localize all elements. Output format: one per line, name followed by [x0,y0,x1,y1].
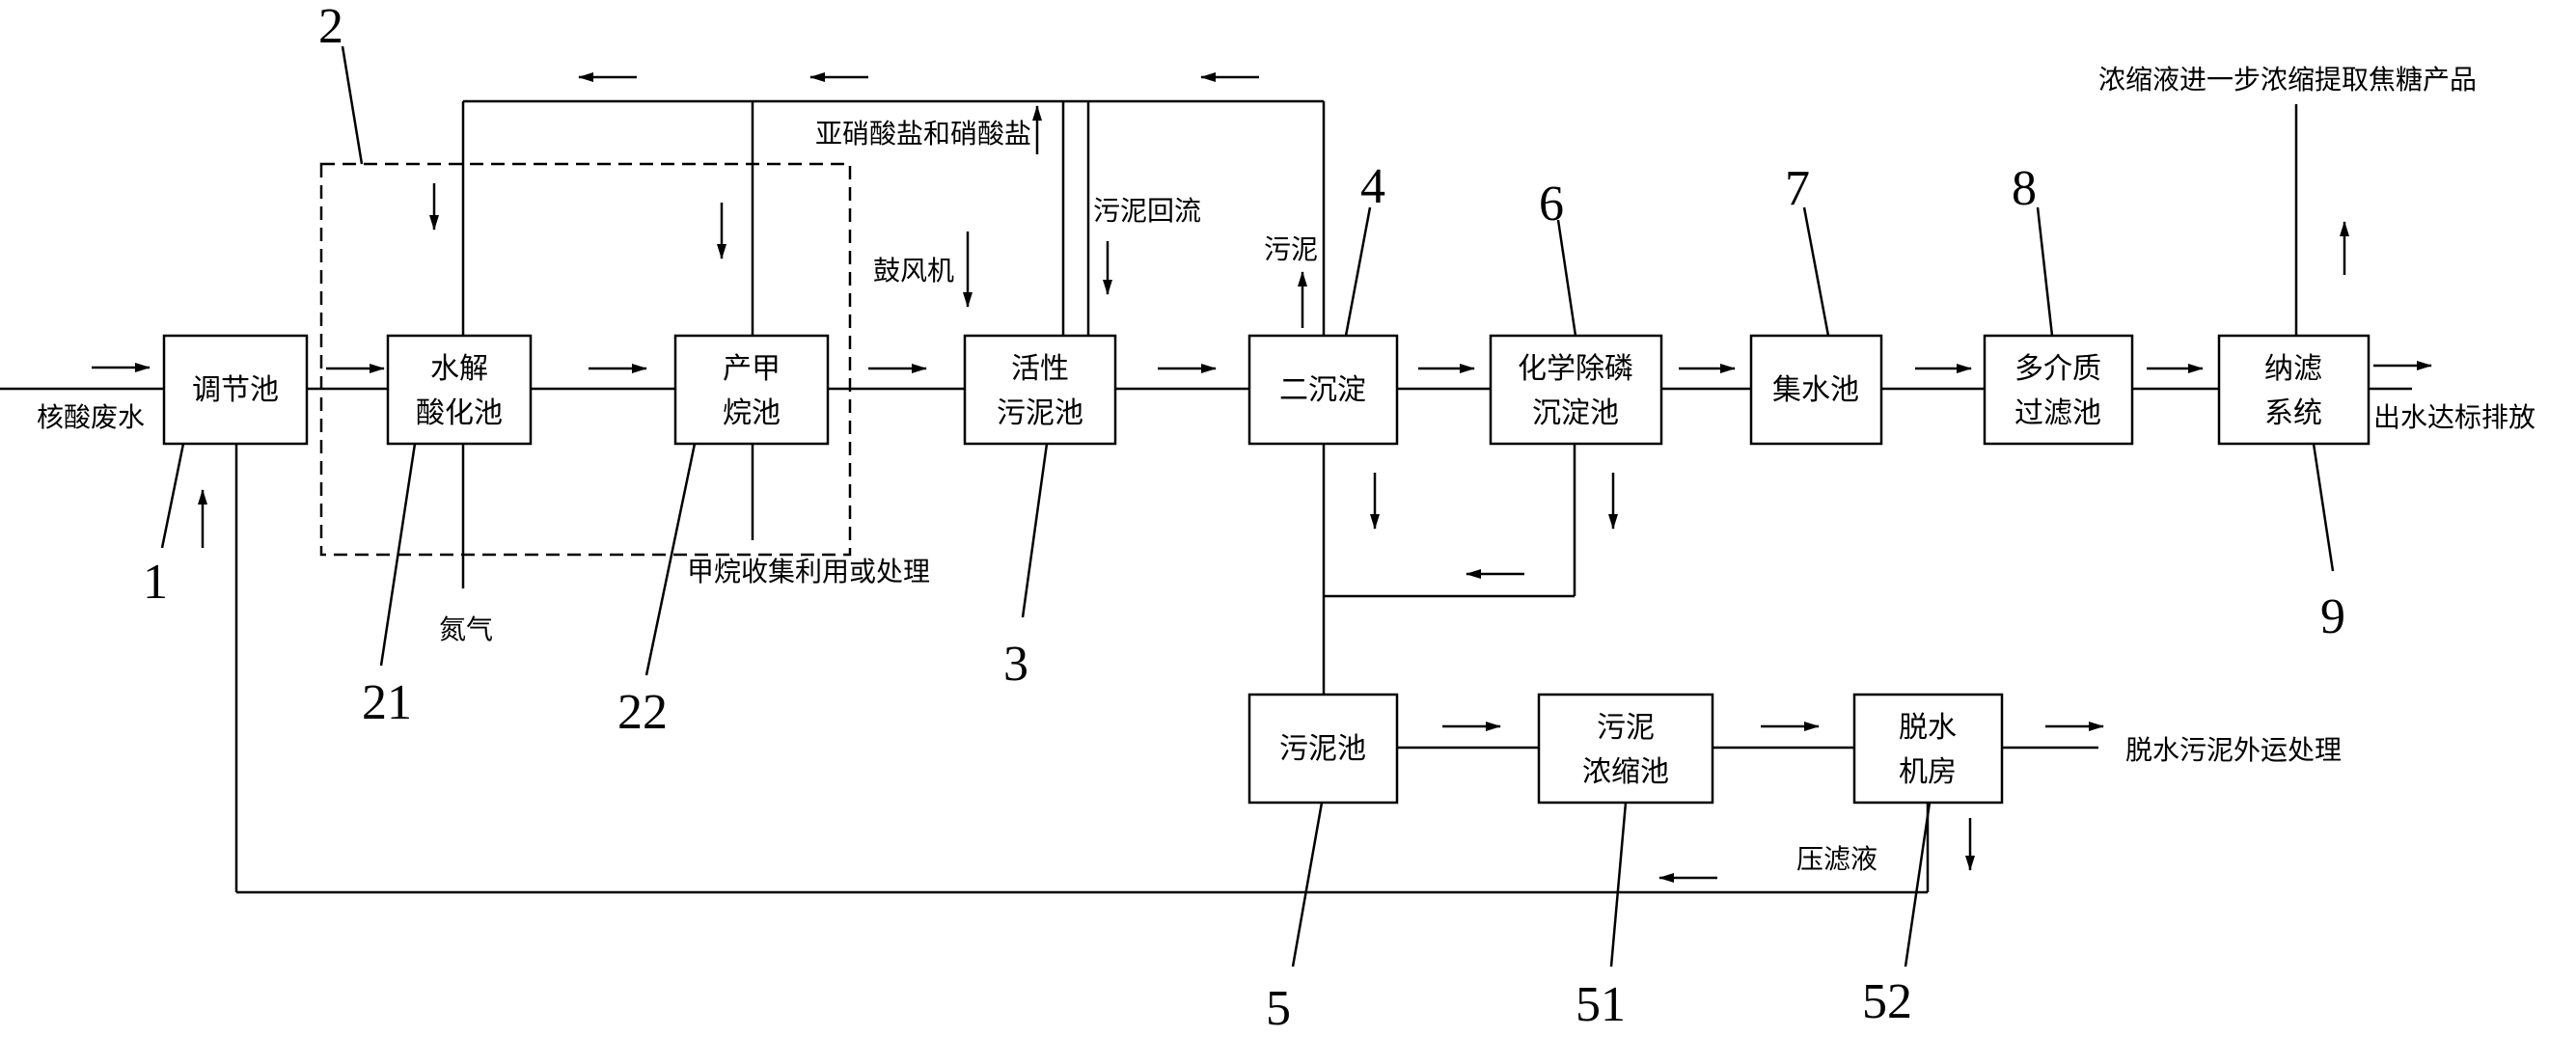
leader-line-8 [2036,206,2054,337]
hydrolysis-acidification-tank: 水解 酸化池 [386,334,533,446]
anaerobic-group-outline [319,162,852,557]
ref-number-51: 51 [1576,977,1626,1032]
sludge-tank: 污泥池 [1247,693,1399,805]
water-collection-tank: 集水池 [1749,334,1883,446]
sludge-thickening-tank: 污泥 浓缩池 [1537,693,1714,805]
chemical-phosphorus-removal-tank: 化学除磷 沉淀池 [1489,334,1663,446]
svg-text:酸化池: 酸化池 [416,396,503,430]
svg-text:污泥池: 污泥池 [997,396,1083,430]
leader-line-2 [341,45,364,165]
leader-line-22 [644,443,697,676]
label-sludge-return: 污泥回流 [1093,195,1201,227]
leader-line-7 [1802,206,1830,337]
ref-number-21: 21 [362,675,412,730]
svg-text:水解: 水解 [430,352,488,386]
svg-text:浓缩池: 浓缩池 [1582,755,1669,789]
dewatering-room: 脱水 机房 [1852,693,2004,805]
ref-number-9: 9 [2320,589,2345,644]
multimedia-filter-tank: 多介质 过滤池 [1983,334,2134,446]
svg-text:活性: 活性 [1011,352,1069,386]
regulating-tank: 调节池 [162,334,309,446]
svg-text:集水池: 集水池 [1772,373,1859,407]
label-blower: 鼓风机 [873,255,954,286]
label-nitrogen: 氮气 [439,614,493,645]
svg-text:沉淀池: 沉淀池 [1532,396,1619,430]
label-sludge: 污泥 [1264,233,1318,265]
leader-line-3 [1021,443,1049,618]
leader-line-6 [1556,219,1577,337]
label-dewatered: 脱水污泥外运处理 [2125,734,2342,766]
leader-line-51 [1609,802,1628,968]
svg-text:二沉淀: 二沉淀 [1279,373,1366,407]
leader-line-5 [1291,802,1324,968]
leader-line-52 [1904,802,1932,968]
leader-line-1 [160,443,185,549]
ref-number-6: 6 [1539,177,1564,232]
ref-number-7: 7 [1785,161,1810,216]
svg-text:污泥池: 污泥池 [1279,732,1366,766]
svg-text:脱水: 脱水 [1899,711,1957,745]
label-effluent: 出水达标排放 [2373,401,2535,433]
ref-number-52: 52 [1862,974,1912,1029]
ref-number-2: 2 [318,0,343,54]
svg-text:调节池: 调节池 [192,373,279,407]
svg-text:纳滤: 纳滤 [2264,352,2322,386]
methanogenic-tank: 产甲 烷池 [673,334,830,446]
svg-text:过滤池: 过滤池 [2014,396,2101,430]
svg-text:化学除磷: 化学除磷 [1518,352,1633,386]
ref-number-22: 22 [617,685,668,740]
ref-number-3: 3 [1003,637,1028,692]
leader-line-4 [1344,206,1372,337]
svg-text:多介质: 多介质 [2014,352,2101,386]
label-methane: 甲烷收集利用或处理 [687,556,930,587]
svg-text:系统: 系统 [2264,396,2322,430]
secondary-clarifier: 二沉淀 [1247,334,1399,446]
label-concentrate: 浓缩液进一步浓缩提取焦糖产品 [2098,64,2477,95]
ref-number-5: 5 [1266,981,1291,1036]
svg-text:污泥: 污泥 [1597,711,1655,745]
nanofiltration-system: 纳滤 系统 [2217,334,2370,446]
ref-number-8: 8 [2012,161,2037,216]
activated-sludge-tank: 活性 污泥池 [963,334,1117,446]
svg-text:产甲: 产甲 [723,352,781,386]
svg-text:机房: 机房 [1899,755,1957,789]
label-nitrate: 亚硝酸盐和硝酸盐 [815,118,1031,150]
leader-line-21 [379,443,417,667]
ref-number-1: 1 [143,555,168,610]
label-input: 核酸废水 [37,401,145,433]
leader-line-9 [2312,443,2335,572]
label-filtrate: 压滤液 [1796,843,1877,875]
svg-text:烷池: 烷池 [723,396,781,430]
ref-number-4: 4 [1360,159,1385,214]
